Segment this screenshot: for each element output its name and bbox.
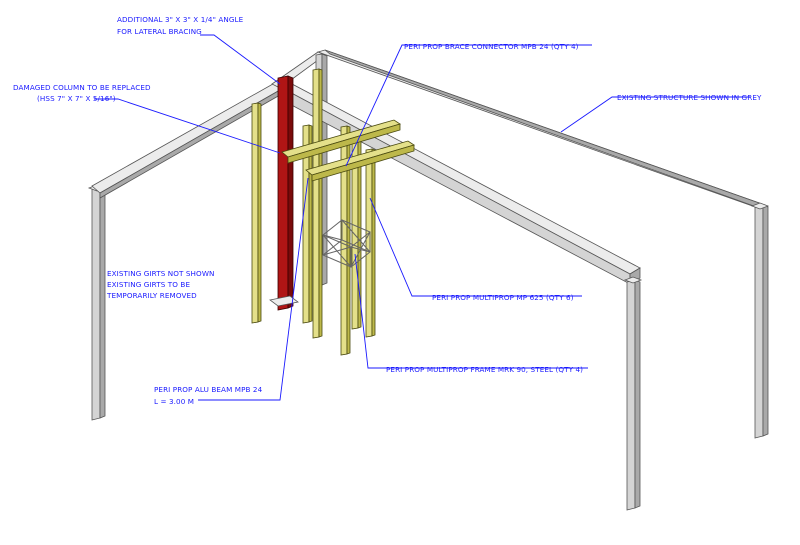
annotations: ADDITIONAL 3" X 3" X 1/4" ANGLE FOR LATE… <box>13 15 762 406</box>
damaged-column-side <box>287 75 294 309</box>
right-back-column-cap <box>750 202 770 210</box>
brace-connector-leader <box>345 44 592 167</box>
right-back-column <box>754 204 764 439</box>
girts-note-line1: EXISTING GIRTS NOT SHOWN <box>107 269 215 278</box>
damaged-column-base <box>269 295 299 307</box>
alu-beam-2-side <box>311 144 415 182</box>
left-column <box>91 186 101 421</box>
alu-beam-label-line2: L = 3.00 M <box>154 397 194 406</box>
alu-beam-leader <box>198 177 309 401</box>
multiprop-post-6-side <box>371 148 376 337</box>
angle-leader <box>200 34 281 85</box>
multiprop-post-4-side <box>346 125 351 355</box>
multiprop-post-1-side <box>257 102 262 323</box>
frame-leader <box>354 253 588 369</box>
multiprop-post-2 <box>312 68 320 339</box>
existing-structure-leader <box>560 96 750 133</box>
multiprop-post-2-side <box>318 68 323 338</box>
existing-structure-label: EXISTING STRUCTURE SHOWN IN GREY <box>617 93 762 102</box>
girts-note-line2: EXISTING GIRTS TO BE <box>107 280 190 289</box>
damaged-column-label-line1: DAMAGED COLUMN TO BE REPLACED <box>13 83 151 92</box>
damaged-column-face <box>277 75 289 311</box>
alu-beam-label-line1: PERI PROP ALU BEAM MPB 24 <box>154 385 263 394</box>
shoring-system <box>251 68 415 356</box>
right-front-column <box>626 279 636 511</box>
damaged-column <box>269 75 299 311</box>
girts-note-line3: TEMPORARILY REMOVED <box>106 291 197 300</box>
frame-label: PERI PROP MULTIPROP FRAME MRK 90, STEEL … <box>386 365 583 374</box>
multiprop-leader <box>369 197 582 297</box>
multiprop-label: PERI PROP MULTIPROP MP 625 (QTY 6) <box>432 293 574 302</box>
right-front-column-cap <box>623 276 643 284</box>
right-back-column-side <box>762 204 769 437</box>
multiprop-frame <box>322 219 371 268</box>
existing-structure <box>87 49 770 511</box>
damaged-column-label-line2: (HSS 7" X 7" X 5/16") <box>37 94 116 103</box>
multiprop-post-1 <box>251 102 259 324</box>
left-column-side <box>99 186 106 419</box>
multiprop-post-6 <box>365 148 373 338</box>
angle-label-line1: ADDITIONAL 3" X 3" X 1/4" ANGLE <box>117 15 244 24</box>
front-rafter-web <box>281 87 631 285</box>
damaged-column-leader <box>94 98 281 154</box>
right-front-column-side <box>634 279 641 509</box>
alu-beam-1-side <box>287 123 401 164</box>
angle-label-line2: FOR LATERAL BRACING <box>117 27 202 36</box>
brace-connector-label: PERI PROP BRACE CONNECTOR MPB 24 (QTY 4) <box>404 42 579 51</box>
